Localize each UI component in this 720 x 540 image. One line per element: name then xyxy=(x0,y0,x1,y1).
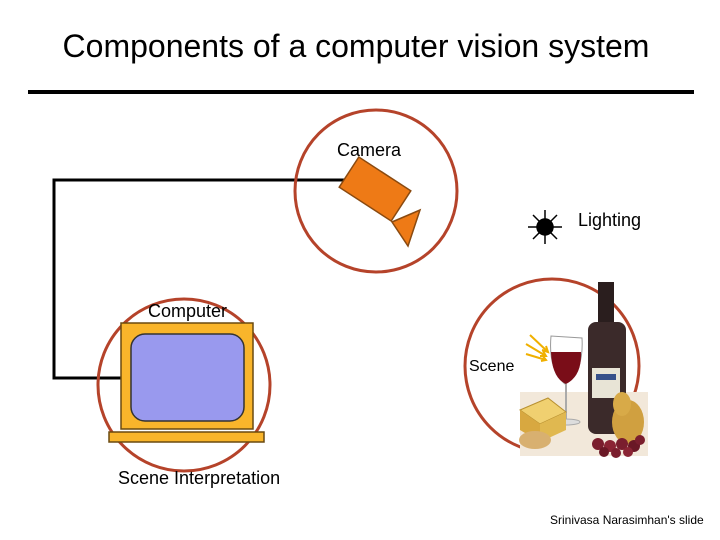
computer-circle xyxy=(96,297,272,473)
scene-label: Scene xyxy=(469,358,515,375)
camera-computer-wire xyxy=(52,178,345,380)
slide-credit: Srinivasa Narasimhan's slide xyxy=(550,513,704,527)
monitor-icon xyxy=(108,322,265,443)
camera-label: Camera xyxy=(337,140,402,160)
scene-interpretation-label: Scene Interpretation xyxy=(118,468,281,488)
computer-label: Computer xyxy=(148,301,228,321)
lighting-label: Lighting xyxy=(578,210,642,230)
scene-photo-icon xyxy=(518,282,648,458)
title-rule xyxy=(28,90,694,94)
light-arrows-icon xyxy=(525,334,550,362)
camera-icon xyxy=(338,155,422,248)
light-source-icon xyxy=(528,210,562,244)
page-title: Components of a computer vision system xyxy=(62,28,650,64)
camera-circle xyxy=(293,108,459,274)
